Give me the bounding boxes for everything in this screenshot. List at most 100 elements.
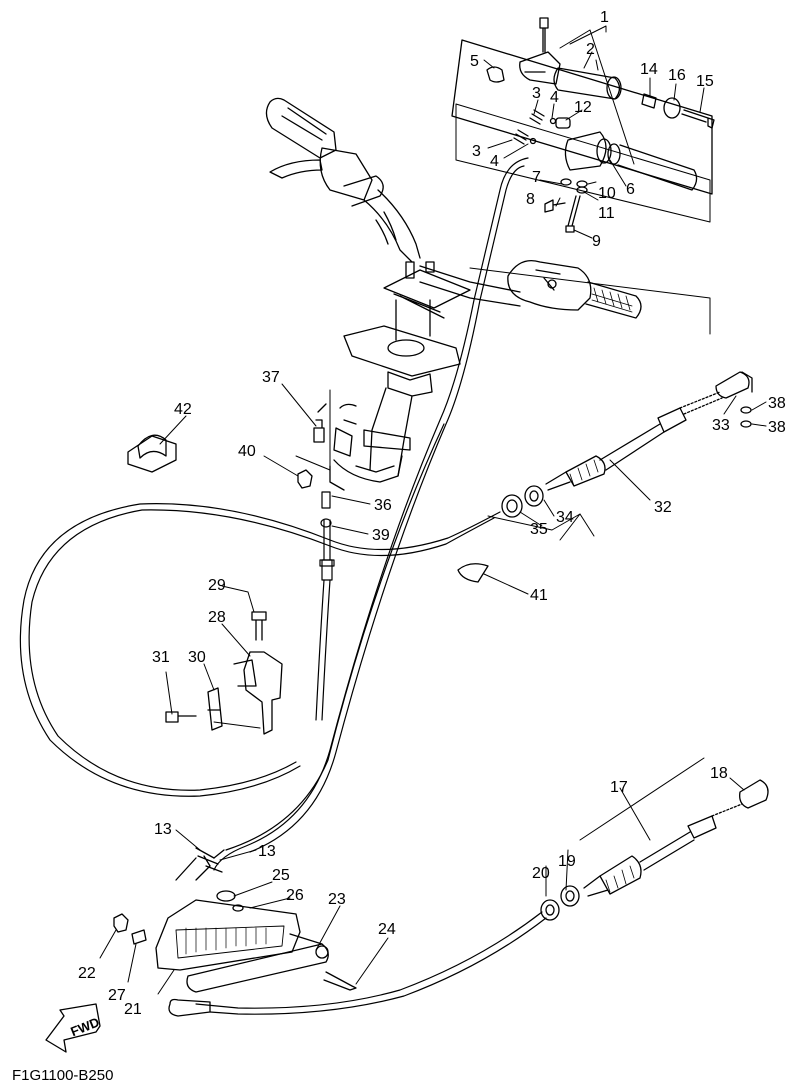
callout: 31 <box>152 649 170 666</box>
cable-bracket <box>243 651 283 735</box>
left-switch <box>319 147 373 201</box>
callout: 30 <box>188 649 206 666</box>
detail-panel-middle <box>455 103 711 223</box>
callout: 23 <box>328 891 346 908</box>
cable-holder <box>127 435 177 473</box>
collar <box>555 117 571 129</box>
spring-lower <box>513 129 529 145</box>
callout: 4 <box>490 153 499 170</box>
callout: 9 <box>592 233 601 250</box>
callout: 32 <box>654 499 672 516</box>
lever-bolt <box>539 17 549 53</box>
callout: 1 <box>600 9 609 26</box>
steering-cable-end <box>545 371 753 491</box>
bottom-bracket <box>113 847 547 1017</box>
callout: 6 <box>626 181 635 198</box>
washer <box>576 180 588 188</box>
steering-cable <box>19 491 501 797</box>
bolt <box>251 611 267 641</box>
pad <box>457 563 489 583</box>
callout: 13 <box>154 821 172 838</box>
callout: 27 <box>108 987 126 1004</box>
callout: 4 <box>550 89 559 106</box>
column-base <box>329 455 403 491</box>
clip <box>486 66 505 83</box>
collar <box>131 929 147 945</box>
cap <box>663 97 681 119</box>
nut <box>501 494 523 518</box>
washer <box>576 186 588 194</box>
spring-upper <box>529 109 545 125</box>
callout: 38 <box>768 419 786 436</box>
nut <box>297 469 313 489</box>
right-grip <box>585 281 642 319</box>
lower-cable <box>195 911 543 1009</box>
upper-plate <box>343 325 461 377</box>
callout: 17 <box>610 779 628 796</box>
throttle-lever <box>519 51 561 85</box>
washer <box>740 420 752 428</box>
callout: 38 <box>768 395 786 412</box>
right-switch <box>507 259 592 311</box>
nut <box>540 899 560 921</box>
callout: 28 <box>208 609 226 626</box>
housing-bore <box>596 138 612 164</box>
washer <box>216 890 236 902</box>
steering-column <box>295 299 461 491</box>
callout: 26 <box>286 887 304 904</box>
callout: 11 <box>598 205 615 222</box>
callout: 33 <box>712 417 730 434</box>
washer <box>232 904 244 912</box>
bolt <box>313 419 325 443</box>
callout: 34 <box>556 509 574 526</box>
ball-upper <box>549 117 557 125</box>
callout: 10 <box>598 185 616 202</box>
long-bolt <box>565 195 581 233</box>
detail-panel-upper <box>451 39 713 195</box>
screw <box>681 109 715 129</box>
throttle-cable <box>213 157 529 871</box>
throttle-housing <box>564 131 607 171</box>
callout: 35 <box>530 521 548 538</box>
forward-direction-arrow <box>45 1003 101 1053</box>
clamp <box>207 687 223 731</box>
callout: 16 <box>668 67 686 84</box>
bolt <box>165 711 197 723</box>
callout: 20 <box>532 865 550 882</box>
spacer <box>641 93 657 109</box>
callout: 3 <box>472 143 481 160</box>
detail-panel-column <box>295 389 331 471</box>
callout: 36 <box>374 497 392 514</box>
callout: 2 <box>586 41 595 58</box>
callout: 5 <box>470 53 479 70</box>
callout: 29 <box>208 577 226 594</box>
callout-numbers: 1 2 3 3 4 4 5 6 7 8 9 10 11 12 13 13 14 … <box>78 9 786 1018</box>
callout: 41 <box>530 587 548 604</box>
left-lever <box>269 159 323 179</box>
callout: 7 <box>532 169 541 186</box>
nut <box>113 913 129 933</box>
callout: 13 <box>258 843 276 860</box>
washer <box>560 178 572 186</box>
ball-joint <box>739 779 769 809</box>
callout: 14 <box>640 61 658 78</box>
throttle-arm <box>186 943 329 993</box>
bar-tube <box>363 189 421 263</box>
callout: 3 <box>532 85 541 102</box>
cable-end <box>321 491 331 509</box>
cable-end <box>168 998 211 1017</box>
detail-panel-lower <box>469 267 711 335</box>
handlebar <box>265 97 711 335</box>
callout: 19 <box>558 853 576 870</box>
column-tube <box>395 299 431 341</box>
grip-end <box>606 76 622 100</box>
grip-tube <box>617 144 698 191</box>
washer <box>740 406 752 414</box>
callout: 39 <box>372 527 390 544</box>
throttle-grip <box>553 67 621 100</box>
throttle-grip-assembly <box>451 17 715 233</box>
callout: 25 <box>272 867 290 884</box>
bar-clamp <box>383 269 471 309</box>
callout: 37 <box>262 369 280 386</box>
